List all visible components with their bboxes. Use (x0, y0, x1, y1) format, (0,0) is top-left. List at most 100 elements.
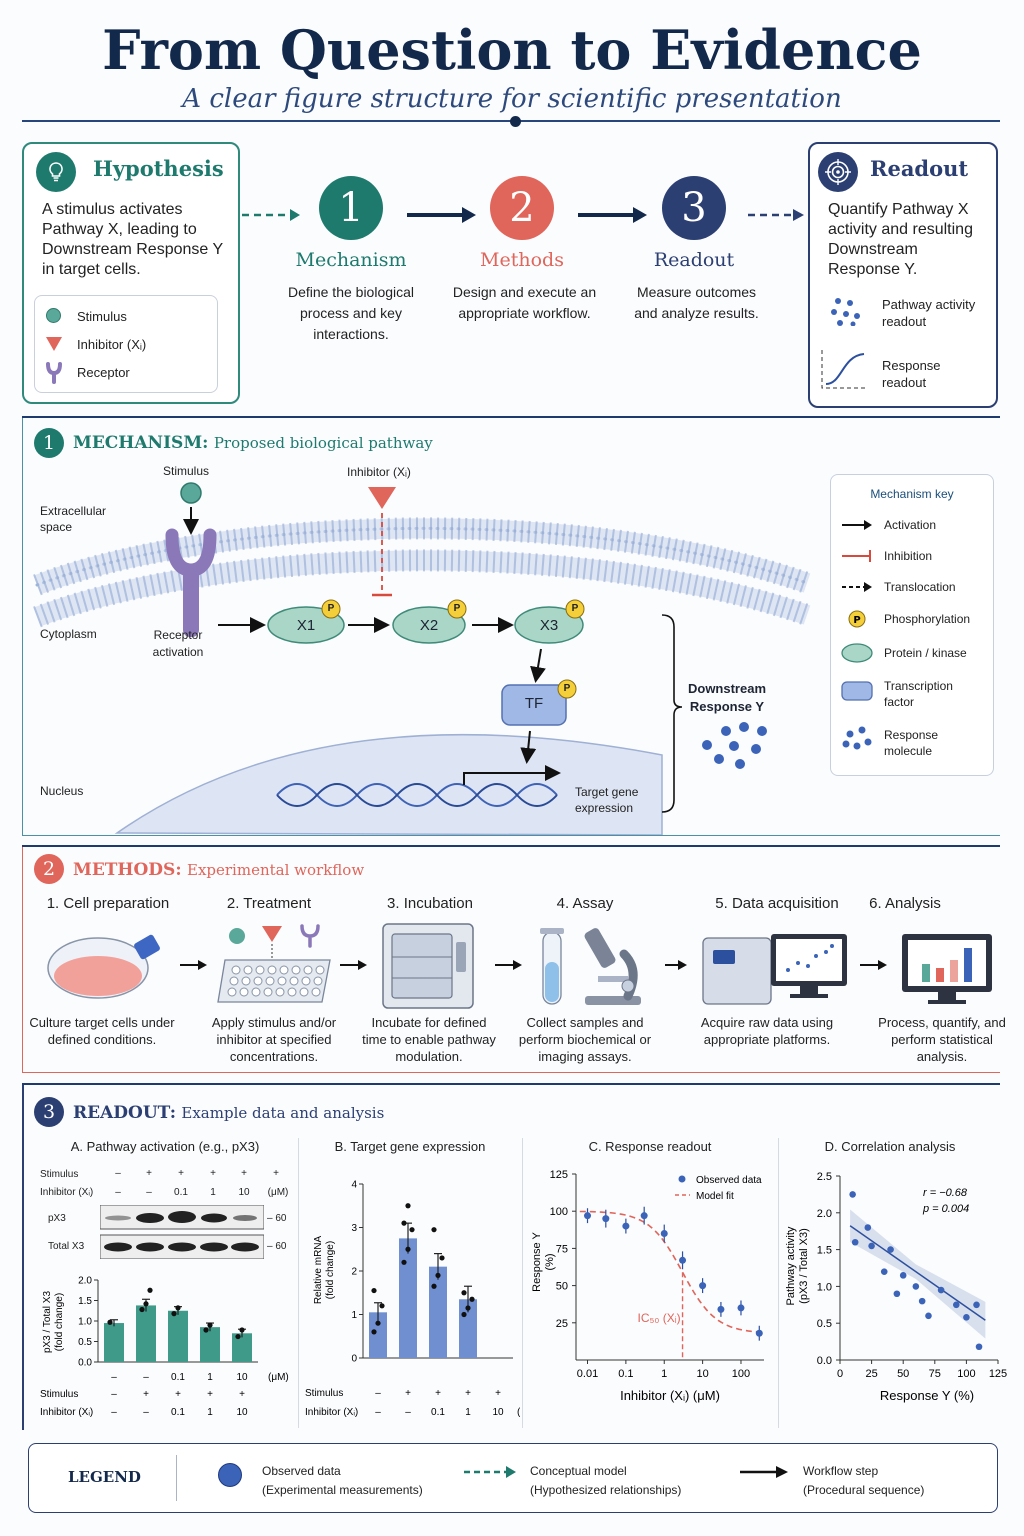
data-point (461, 1290, 467, 1296)
stimulus-mark: – (111, 1389, 117, 1400)
stimulus-mark: + (405, 1388, 411, 1399)
data-point (203, 1327, 209, 1333)
data-point (207, 1322, 213, 1328)
wf-step-2-desc: Apply stimulus and/or inhibitor at speci… (211, 1015, 337, 1064)
phospho-x3 (565, 599, 585, 619)
p-value: p = 0.004 (922, 1203, 969, 1215)
data-point (899, 1272, 907, 1279)
mechanism-divider (22, 416, 1000, 418)
mw-marker-1: – 60 (267, 1213, 287, 1224)
inhibitor-mark: 0.1 (171, 1407, 185, 1418)
y-tick-label: 0.0 (78, 1358, 92, 1369)
bar (369, 1312, 387, 1358)
data-point (239, 1327, 245, 1333)
p-label-x2: P (453, 603, 461, 614)
data-point (171, 1311, 177, 1317)
data-point (640, 1212, 648, 1220)
p-label-x3: P (571, 603, 579, 614)
y-tick-label: 0 (351, 1354, 357, 1365)
data-point (864, 1224, 872, 1231)
inhibitor-mark: – (111, 1407, 117, 1418)
hypothesis-text: A stimulus activates Pathway X, leading … (42, 201, 223, 278)
y-axis-label-line1: Pathway activity (785, 1226, 797, 1305)
inh-mark: 10 (238, 1187, 250, 1198)
data-point (868, 1242, 875, 1250)
cytoplasm-label: Cytoplasm (40, 627, 97, 641)
legend-workflow-sub: (Procedural sequence) (803, 1483, 925, 1497)
methods-divider (22, 845, 1000, 847)
inhibitor-mark: 1 (207, 1407, 213, 1418)
methods-heading: METHODS: Experimental workflow (73, 860, 364, 880)
stimulus-mark: + (175, 1389, 181, 1400)
key-translocation: Translocation (884, 580, 956, 594)
step-3-label: Readout (653, 249, 735, 271)
confidence-band (850, 1209, 986, 1339)
nucleus-label: Nucleus (40, 784, 84, 798)
ic50-label: IC₅₀ (Xᵢ) (638, 1311, 681, 1325)
western-blot (100, 1205, 264, 1259)
page-title: From Question to Evidence (102, 18, 922, 82)
analysis-monitor-icon (902, 934, 992, 1004)
panel-d-title: D. Correlation analysis (824, 1139, 956, 1154)
methods-number: 2 (34, 854, 64, 884)
tf-box (501, 684, 567, 726)
axis-inhibitor-mark: 0.1 (171, 1372, 185, 1383)
data-point (679, 1256, 687, 1264)
x-axis-label: Response Y (%) (880, 1388, 974, 1403)
inh-mark: – (146, 1187, 152, 1198)
data-point (405, 1246, 411, 1252)
x-tick-label: 75 (929, 1368, 941, 1380)
stimulus-mark: + (435, 1388, 441, 1399)
stimulus-mark: + (495, 1388, 501, 1399)
mechanism-heading-rest: Proposed biological pathway (213, 434, 433, 452)
stimulus-mark: + (465, 1388, 471, 1399)
data-point (401, 1259, 407, 1265)
data-point (175, 1305, 181, 1311)
y-axis-label-line1: Response Y (531, 1231, 543, 1291)
data-point (431, 1283, 437, 1289)
bar (136, 1305, 156, 1362)
data-point (469, 1296, 475, 1302)
data-point (107, 1319, 113, 1325)
inhibitor-mark: 10 (492, 1407, 504, 1418)
panel-sep-1 (298, 1138, 299, 1428)
step-3-circle: 3 (662, 176, 726, 240)
x-tick-label: 0.01 (577, 1368, 598, 1380)
panel-a-stimulus-row-label: Stimulus (40, 1169, 79, 1180)
data-point (893, 1290, 901, 1298)
readout-item-pathway: Pathway activity readout (882, 297, 976, 329)
x-tick-label: 100 (957, 1368, 975, 1380)
observed-dot-icon (218, 1463, 242, 1487)
inhibitor-icon (46, 337, 62, 351)
x-tick-label: 0.1 (618, 1368, 633, 1380)
data-point (887, 1246, 894, 1253)
receptor-icon (46, 362, 62, 384)
y-tick-label: 0.5 (817, 1318, 832, 1330)
incubator-icon (382, 923, 474, 1009)
y-tick-label: 1.5 (817, 1245, 832, 1257)
x3-protein (514, 606, 584, 644)
legend-fit-label: Model fit (696, 1191, 734, 1202)
x-tick-label: 50 (897, 1368, 909, 1380)
y-tick-label: 2.0 (78, 1276, 92, 1287)
inh-mark: 0.1 (174, 1187, 188, 1198)
data-point (717, 1305, 725, 1313)
wf-step-6-title: 6. Analysis (869, 895, 941, 912)
x-tick-label: 125 (989, 1368, 1007, 1380)
y-axis-label-line2: (fold change) (325, 1241, 336, 1299)
stim-mark: + (241, 1168, 247, 1179)
legend-conceptual-sub: (Hypothesized relationships) (530, 1483, 682, 1497)
data-acquisition-icon (702, 934, 847, 1005)
inh-mark: – (115, 1187, 121, 1198)
step-2-desc: Design and execute an appropriate workfl… (452, 284, 597, 321)
x1-label: X1 (296, 617, 316, 634)
axis-inhibitor-mark: – (143, 1372, 149, 1383)
methods-heading-rest: Experimental workflow (187, 861, 365, 879)
inhibitor-mark: – (405, 1407, 411, 1418)
x2-protein (392, 606, 466, 644)
y-tick-label: 1.5 (78, 1296, 92, 1307)
